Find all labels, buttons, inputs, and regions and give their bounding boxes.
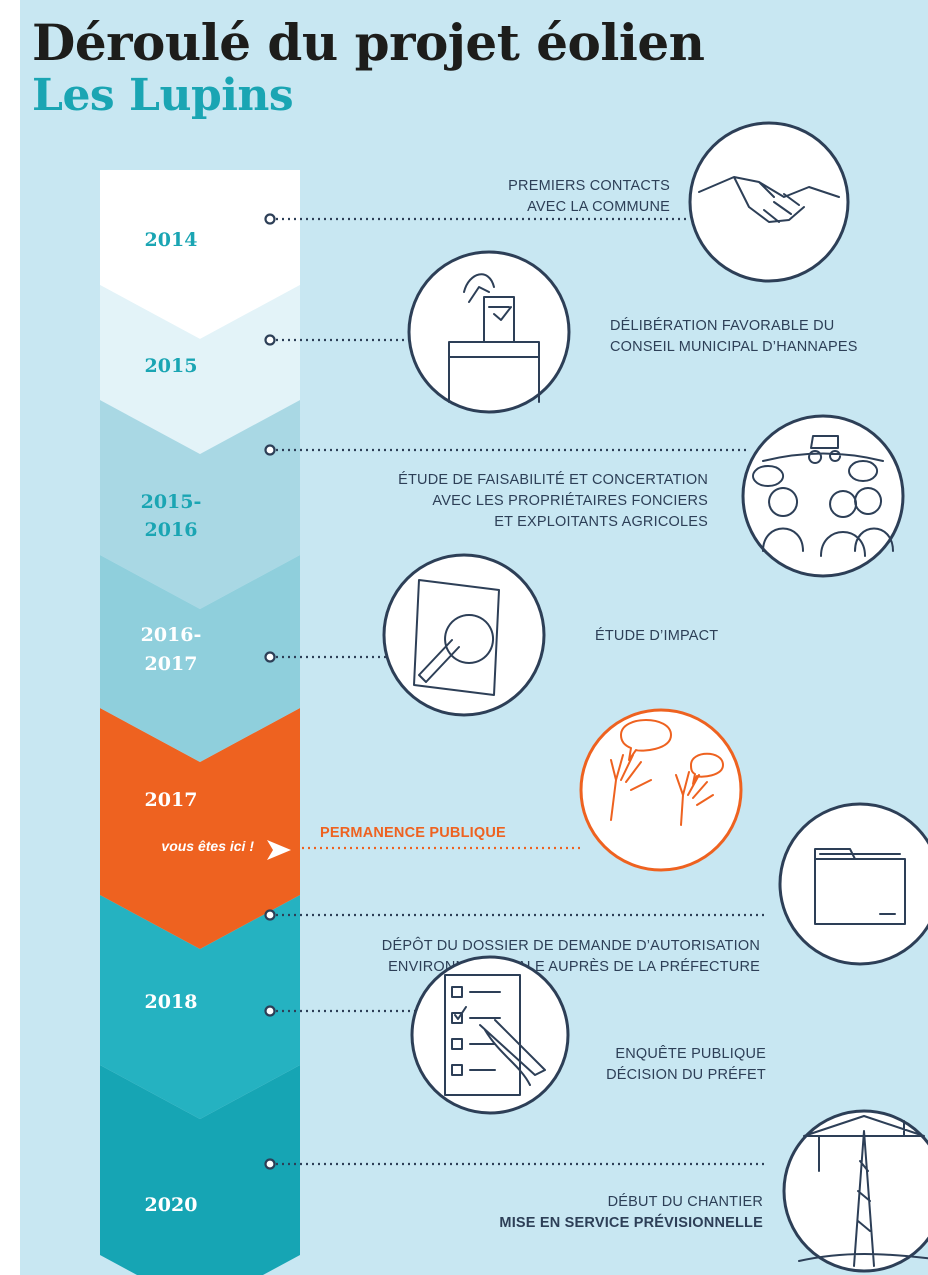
year-label: 2017 — [145, 653, 198, 675]
milestone-caption: PREMIERS CONTACTS — [508, 178, 670, 194]
year-label: 2015- — [141, 491, 202, 513]
milestone-caption: DÉLIBÉRATION FAVORABLE DU — [610, 317, 834, 334]
timeline-graphic: 2014 2015 2015- 2016 2016- 2017 2017 vous êtes … — [100, 121, 928, 1275]
milestone-caption: ÉTUDE D’IMPACT — [595, 627, 718, 644]
title-main: Déroulé du projet éolien — [32, 13, 705, 72]
milestone-node — [264, 1005, 276, 1017]
milestone-caption: MISE EN SERVICE PRÉVISIONNELLE — [499, 1214, 763, 1231]
title-project-name: Les Lupins — [32, 70, 294, 121]
milestone-caption: AVEC LES PROPRIÉTAIRES FONCIERS — [432, 492, 708, 509]
farmers-tractor-icon — [741, 414, 905, 578]
you-are-here-label: vous êtes ici ! — [161, 838, 254, 854]
milestone-caption: AVEC LA COMMUNE — [527, 199, 670, 215]
you-are-here-arrow-icon — [267, 840, 291, 860]
year-label: 2020 — [145, 1194, 198, 1216]
handshake-icon — [688, 121, 850, 283]
infographic-poster: Déroulé du projet éolien Les Lupins 2014… — [20, 0, 928, 1275]
milestone-caption: PERMANENCE PUBLIQUE — [320, 825, 506, 841]
milestone-caption: DÉBUT DU CHANTIER — [608, 1193, 763, 1210]
milestone-node — [264, 1158, 276, 1170]
title-block: Déroulé du projet éolien Les Lupins — [32, 18, 705, 118]
milestone-caption: ET EXPLOITANTS AGRICOLES — [494, 514, 708, 530]
year-label: 2015 — [145, 355, 198, 377]
timeline-segment-2015 — [100, 285, 300, 454]
timeline-segment-2017 — [100, 708, 300, 949]
milestone-node — [264, 651, 276, 663]
ballot-box-icon — [407, 250, 571, 414]
checklist-icon — [410, 955, 570, 1115]
raised-hands-icon — [579, 708, 743, 872]
timeline-segment-2020 — [100, 1065, 300, 1275]
milestone-caption: DÉPÔT DU DOSSIER DE DEMANDE D’AUTORISATI… — [382, 937, 760, 954]
year-label: 2016- — [141, 624, 202, 646]
milestone-node — [264, 444, 276, 456]
magnifier-icon — [382, 553, 546, 717]
year-label: 2016 — [145, 519, 198, 541]
year-label: 2018 — [145, 991, 198, 1013]
year-label: 2017 — [145, 789, 198, 811]
year-label: 2014 — [145, 229, 198, 251]
timeline-segment-2016-2017 — [100, 555, 300, 762]
crane-icon — [782, 1109, 928, 1273]
milestone-caption: DÉCISION DU PRÉFET — [606, 1066, 766, 1083]
milestone-node — [264, 334, 276, 346]
timeline-segment-2014 — [100, 170, 300, 339]
timeline-segment-2018 — [100, 895, 300, 1119]
timeline-segment-2015-2016 — [100, 400, 300, 609]
milestone-caption: ÉTUDE DE FAISABILITÉ ET CONCERTATION — [398, 471, 708, 488]
milestone-caption: ENQUÊTE PUBLIQUE — [615, 1045, 766, 1062]
milestone-caption: CONSEIL MUNICIPAL D’HANNAPES — [610, 339, 858, 355]
milestone-node — [264, 213, 276, 225]
milestone-node — [264, 909, 276, 921]
folder-icon — [778, 802, 928, 966]
